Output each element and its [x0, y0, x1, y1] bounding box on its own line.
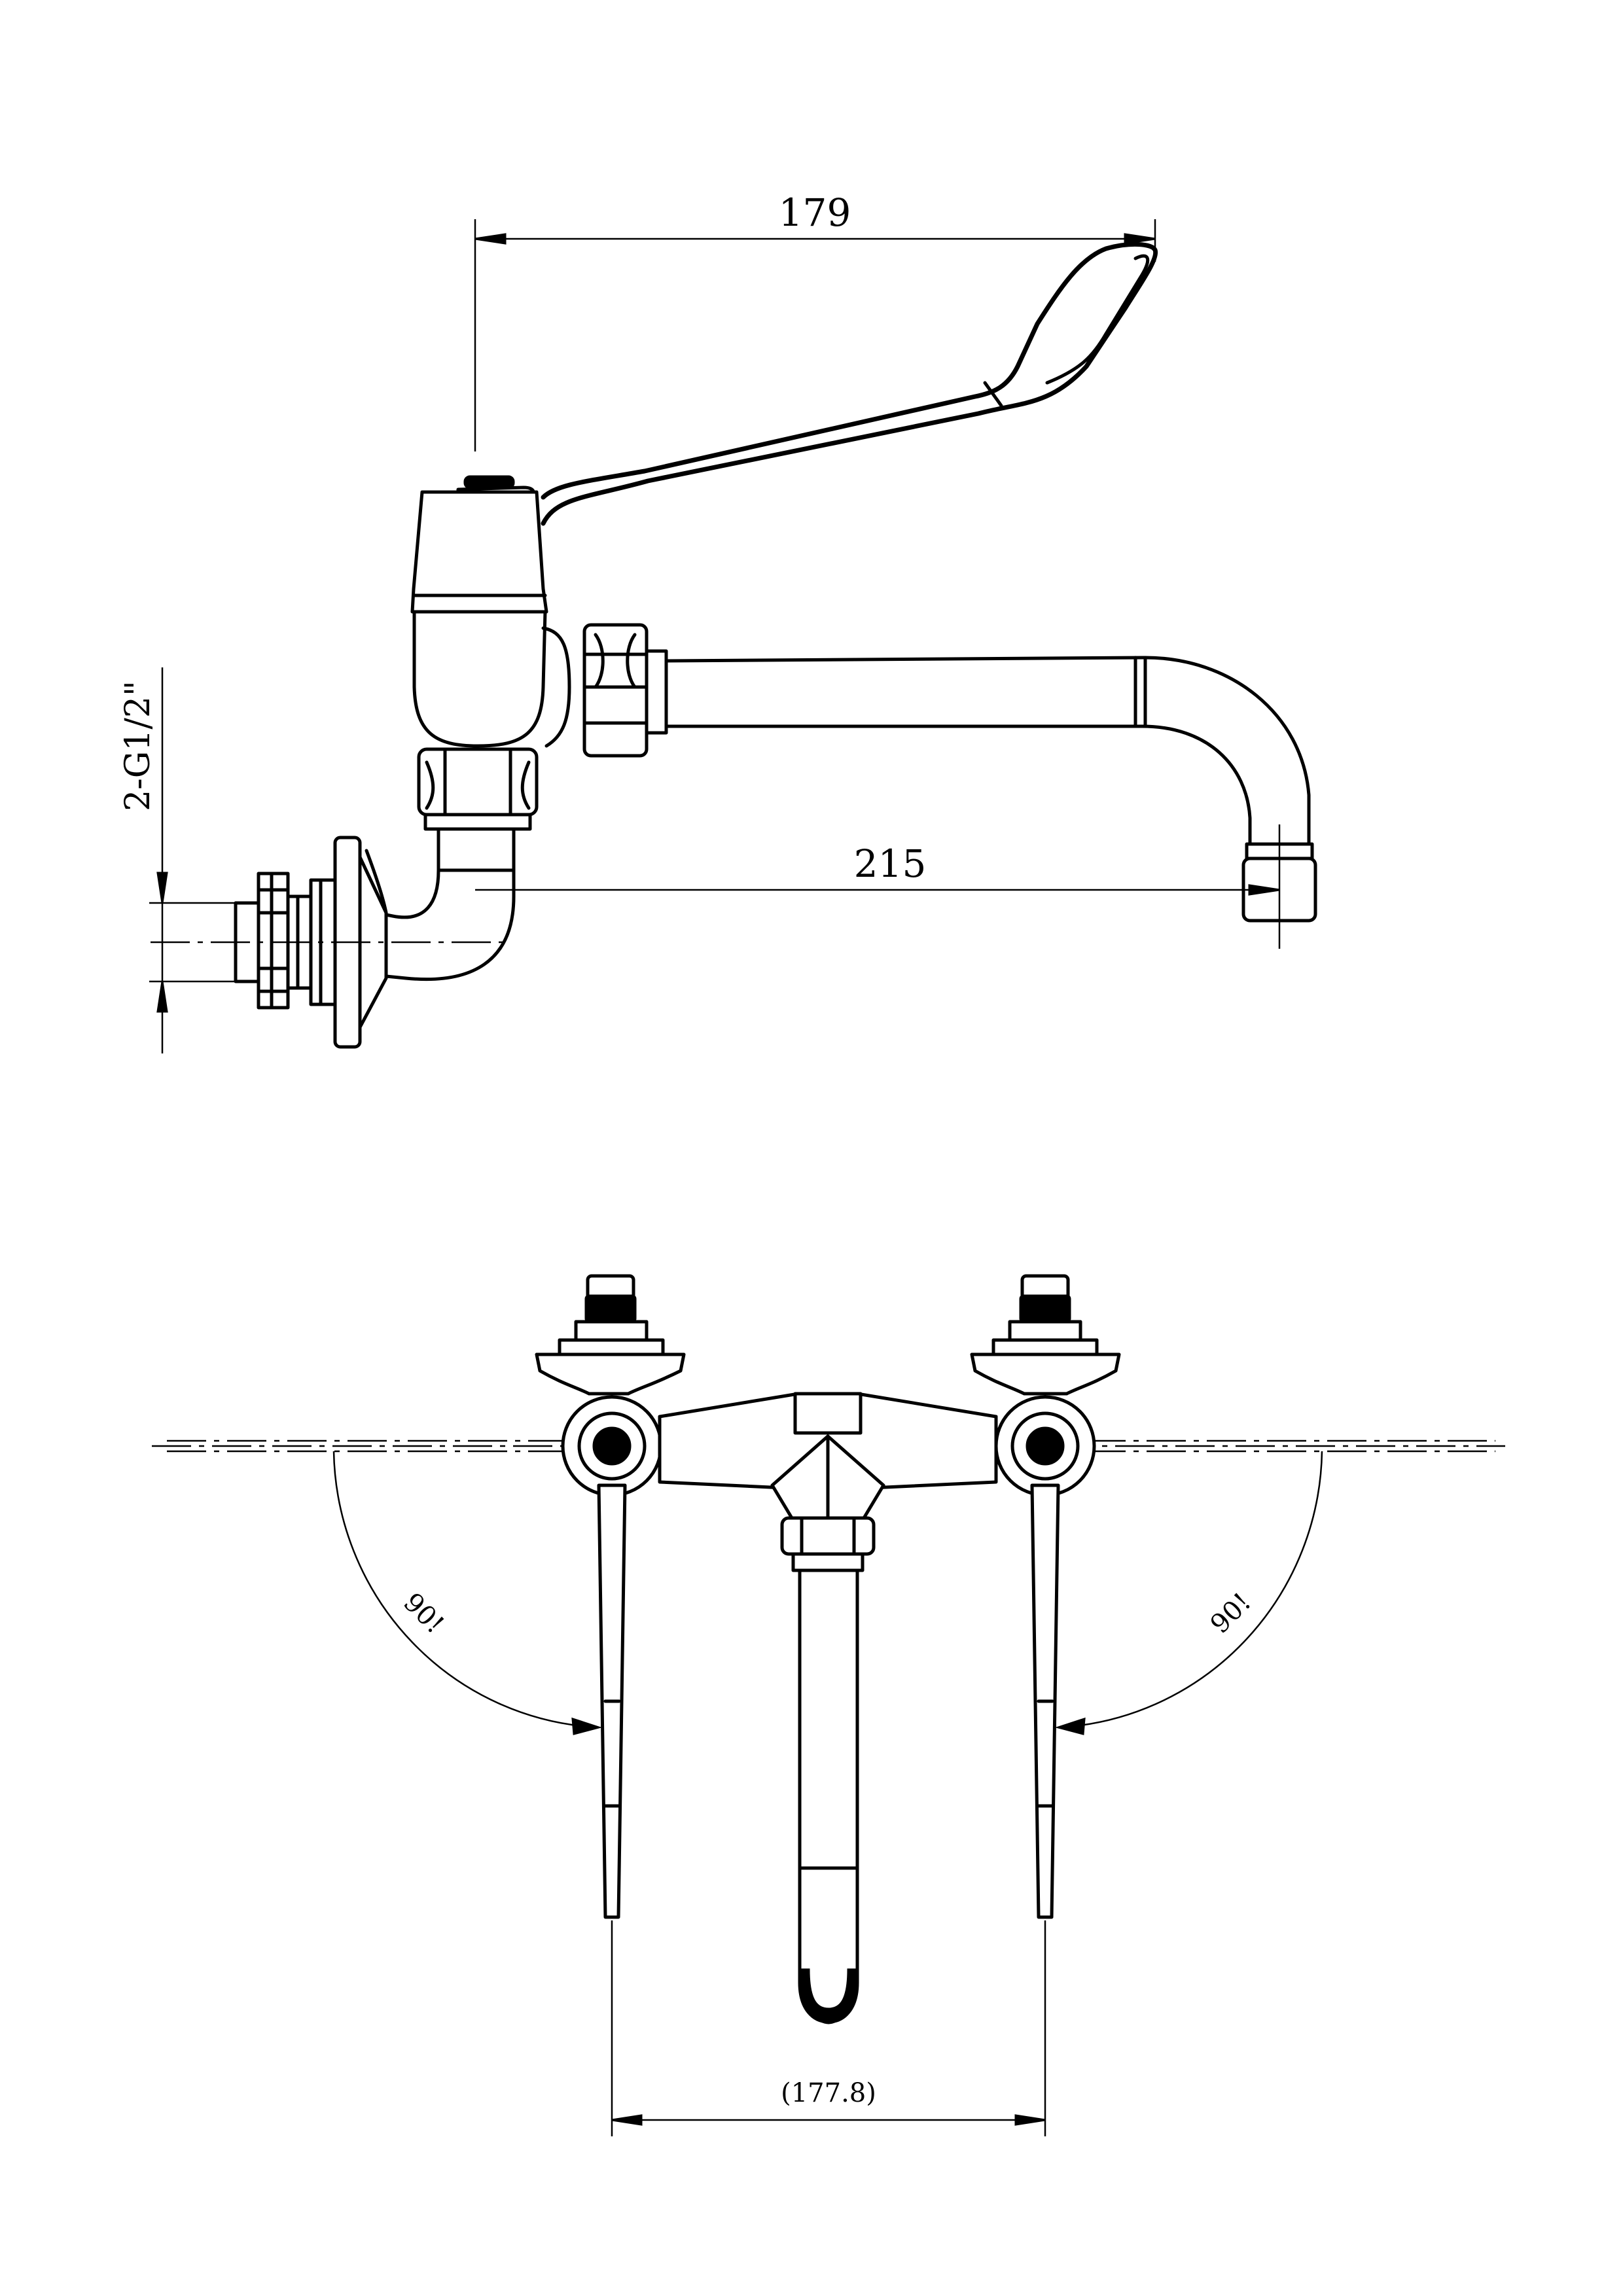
angle-left: 90!	[332, 1451, 603, 1735]
thread-connector	[234, 872, 337, 1010]
dim-179-label: 179	[779, 190, 851, 235]
angle-right-label: 90!	[1205, 1587, 1257, 1640]
dim-centers-label: (177.8)	[781, 2078, 876, 2108]
dimension-thread: 2-G1/2"	[118, 667, 249, 1053]
spout	[664, 656, 1317, 949]
elbow-pipe	[384, 827, 516, 981]
spout-nut	[582, 623, 668, 758]
hex-nut	[417, 747, 539, 831]
left-tap	[535, 1274, 686, 1919]
dimension-centers: (177.8)	[611, 1920, 1046, 2136]
angle-right: 90!	[1054, 1451, 1323, 1735]
side-view: 179	[118, 190, 1317, 1053]
lever-handle	[541, 242, 1158, 526]
bridge-body	[658, 1392, 998, 1572]
right-tap	[970, 1274, 1121, 1919]
dim-215-label: 215	[854, 841, 927, 886]
dimension-215: 215	[475, 841, 1280, 896]
dim-thread-label: 2-G1/2"	[118, 680, 158, 811]
spout-front	[798, 1568, 859, 2024]
valve-cap	[410, 475, 571, 748]
dimension-179: 179	[474, 190, 1156, 451]
front-view: 90! 90! (177.8)	[152, 1274, 1505, 2136]
angle-left-label: 90!	[397, 1587, 450, 1640]
